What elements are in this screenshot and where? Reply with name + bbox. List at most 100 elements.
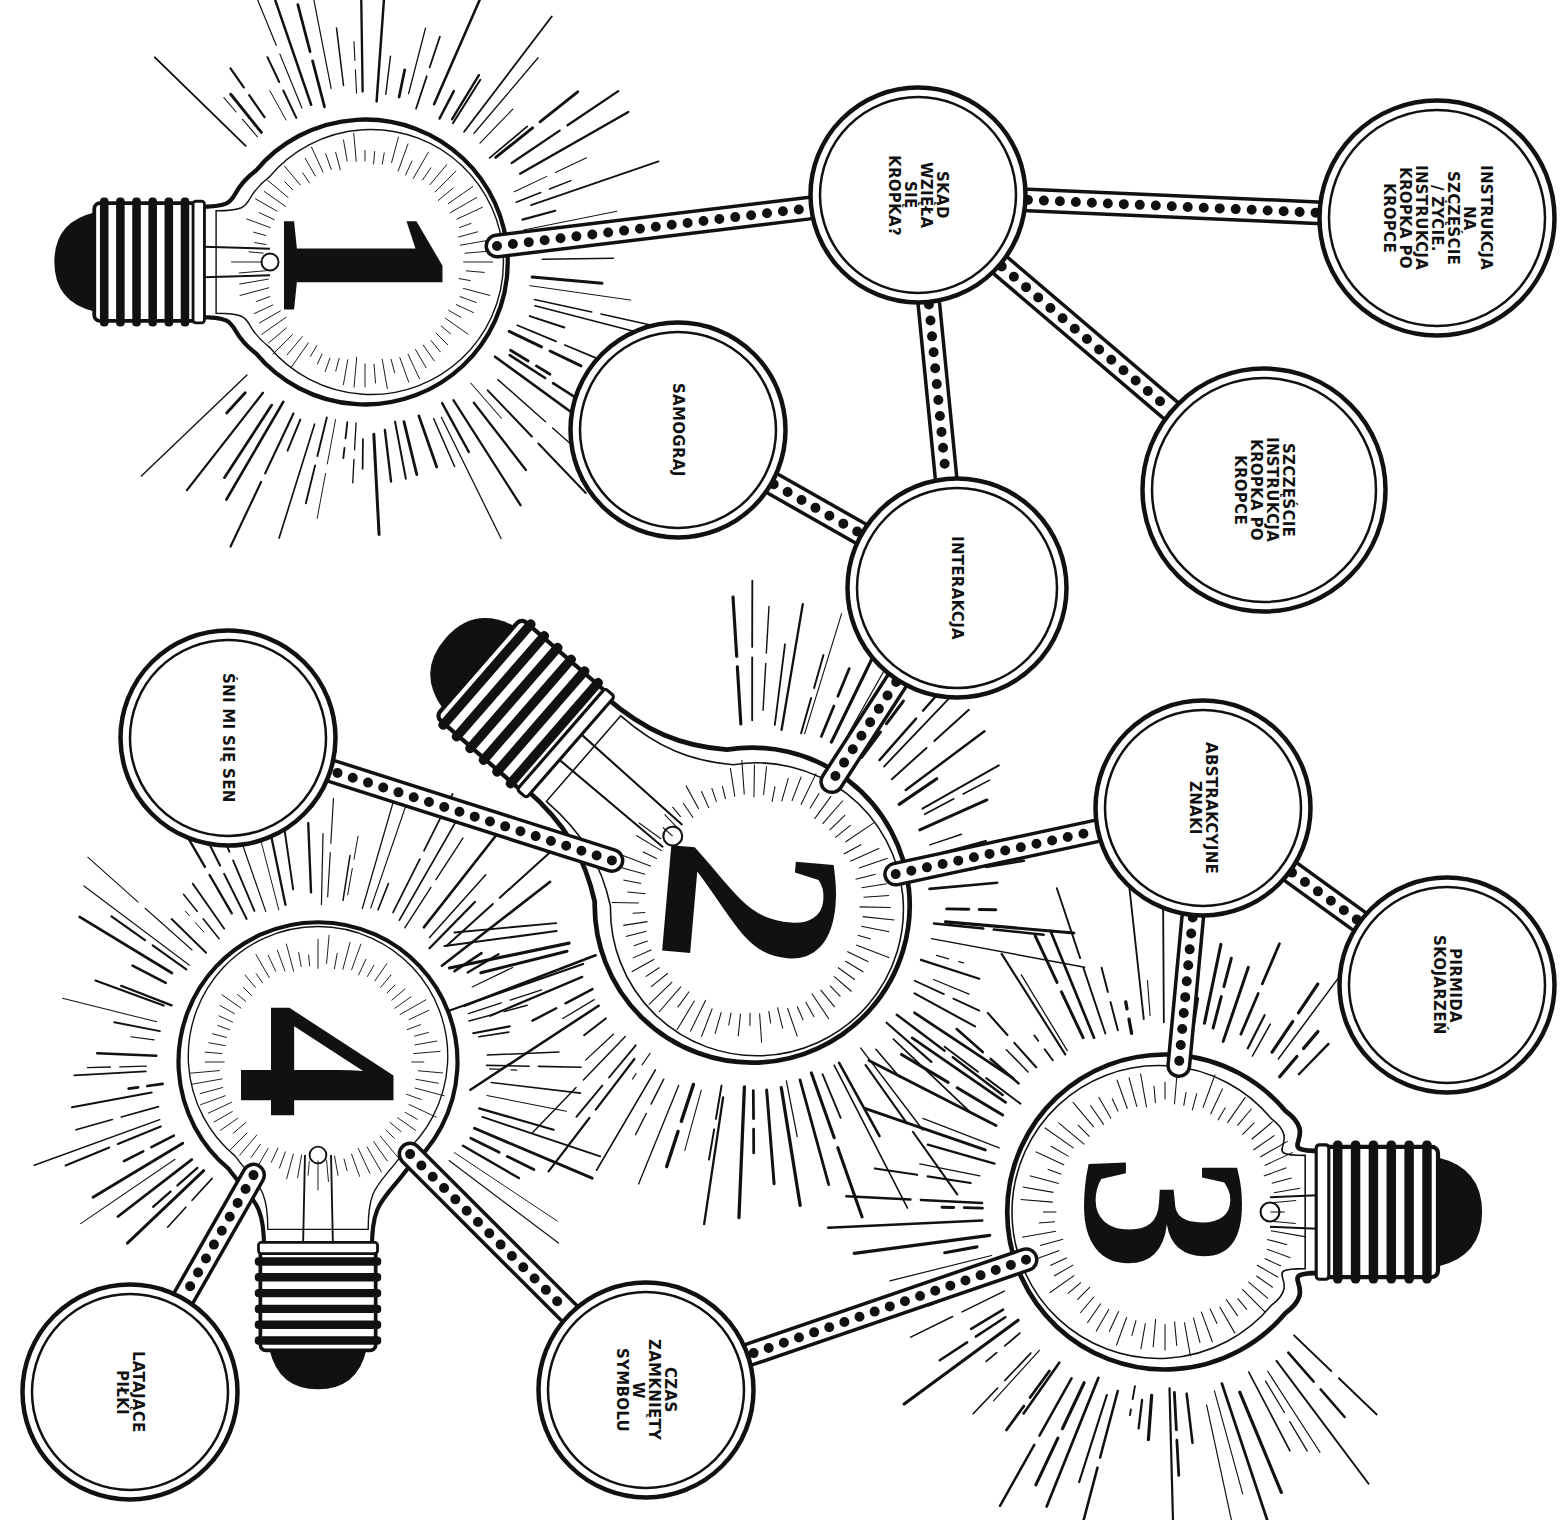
base-thread: [1404, 1141, 1413, 1284]
chain-fill: [774, 484, 860, 533]
inner-ray: [336, 152, 341, 170]
light-ray: [430, 37, 440, 68]
light-ray: [703, 1086, 735, 1119]
light-ray: [1139, 1400, 1142, 1428]
base-collar: [1316, 1145, 1329, 1279]
light-ray: [584, 1015, 606, 1039]
light-ray: [434, 0, 486, 104]
light-ray: [192, 1178, 212, 1200]
light-ray: [353, 42, 355, 61]
base-thread: [255, 1321, 381, 1329]
inner-ray: [390, 1122, 402, 1132]
light-ray: [697, 1129, 726, 1159]
light-ray: [118, 1126, 161, 1144]
chain-beads: [750, 1260, 1026, 1355]
light-ray: [471, 1138, 499, 1152]
chain-outline: [832, 682, 896, 782]
chain-outline: [497, 208, 809, 246]
inner-ray: [336, 358, 340, 371]
bulb-number: 1: [245, 202, 485, 322]
light-ray: [464, 955, 595, 1005]
inner-ray: [1242, 1123, 1254, 1135]
base-thread: [1387, 1141, 1396, 1284]
inner-ray: [343, 140, 347, 162]
chain-fill: [1179, 918, 1193, 1066]
inner-ray: [696, 791, 714, 808]
light-ray: [129, 1087, 138, 1088]
outer-ring: [1143, 369, 1386, 612]
light-ray: [532, 277, 602, 283]
light-ray: [436, 838, 463, 880]
light-ray: [430, 875, 486, 938]
light-ray: [1111, 1002, 1118, 1030]
light-ray: [498, 380, 546, 422]
light-ray: [973, 1388, 997, 1414]
light-ray: [434, 419, 455, 467]
chain-fill: [896, 831, 1096, 874]
base-tip: [54, 213, 94, 312]
light-ray: [470, 978, 598, 1117]
inner-ray: [807, 994, 835, 1019]
bulb-number: 4: [203, 1004, 433, 1119]
light-ray: [147, 1084, 162, 1086]
light-ray: [446, 904, 492, 946]
light-ray: [378, 884, 388, 910]
light-ray: [377, 0, 386, 102]
light-ray: [97, 1053, 156, 1055]
light-ray: [227, 393, 246, 413]
light-ray: [440, 91, 454, 118]
light-ray: [963, 773, 989, 801]
inner-ray: [344, 1159, 347, 1171]
light-ray: [670, 1084, 705, 1121]
light-ray: [317, 418, 326, 457]
light-ray: [386, 56, 391, 94]
inner-ray: [1058, 1123, 1084, 1145]
bulb-node: 3: [1018, 1065, 1312, 1359]
light-ray: [280, 54, 302, 108]
inner-ray: [1116, 1317, 1126, 1345]
chain-outline: [929, 305, 946, 477]
base-collar: [193, 201, 204, 323]
light-ray: [897, 1012, 945, 1054]
light-ray: [172, 919, 207, 953]
light-ray: [76, 1120, 112, 1130]
light-ray: [487, 1095, 567, 1111]
idea-circle: PIRMIDA SKOJARZEŃ: [1337, 875, 1557, 1095]
inner-ray: [391, 989, 405, 1001]
inner-ray: [659, 987, 681, 1012]
light-ray: [1129, 1019, 1132, 1033]
base-thread: [181, 197, 190, 326]
light-ray: [1126, 1002, 1127, 1009]
light-ray: [814, 1148, 886, 1217]
light-ray: [568, 91, 619, 125]
filament-wire: [303, 1155, 305, 1243]
light-ray: [934, 902, 983, 950]
light-ray: [761, 1080, 869, 1185]
inner-ray: [763, 1011, 776, 1024]
text-holder: INTERAKCJA: [845, 476, 1069, 700]
light-ray: [1241, 993, 1258, 1034]
light-ray: [940, 1342, 967, 1360]
light-ray: [331, 798, 334, 843]
inner-ray: [308, 1161, 309, 1176]
inner-ray: [422, 167, 431, 180]
light-ray: [374, 434, 379, 534]
filament: [303, 1147, 333, 1244]
chain-fill: [750, 1260, 1026, 1355]
light-ray: [828, 1221, 982, 1228]
inner-ray: [1080, 1297, 1094, 1313]
light-ray: [631, 1113, 651, 1134]
light-ray: [168, 1207, 186, 1227]
base-thread: [255, 1305, 381, 1313]
light-ray: [1262, 944, 1279, 984]
chain-connector: [774, 484, 860, 533]
inner-ray: [441, 326, 451, 334]
inner-ray: [382, 152, 384, 164]
light-ray: [959, 960, 964, 964]
chain-fill: [832, 682, 896, 782]
light-ray: [576, 1086, 603, 1117]
light-ray: [121, 1107, 158, 1117]
inner-ray: [651, 971, 668, 989]
circle-label: INSTRUKCJA NA SZCZĘŚCIE / ŻYCIE. INSTRUK…: [1380, 165, 1493, 270]
inner-ray: [672, 1001, 698, 1030]
